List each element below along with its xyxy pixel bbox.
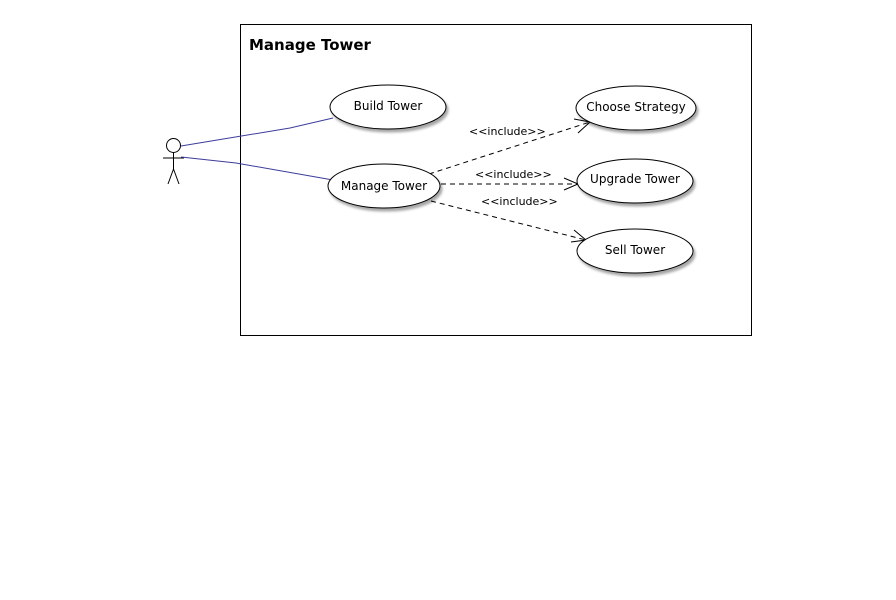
include-line-choose-strategy	[428, 121, 591, 175]
use-case-manage-tower[interactable]: Manage Tower	[327, 163, 441, 209]
system-title: Manage Tower	[249, 36, 372, 54]
include-label-upgrade-tower: <<include>>	[475, 168, 552, 181]
include-label-sell-tower: <<include>>	[481, 195, 558, 208]
actor-left-leg	[167, 168, 174, 185]
association-lines	[180, 117, 334, 181]
use-case-label-build-tower: Build Tower	[354, 99, 423, 113]
association-actor-manage-tower	[180, 156, 334, 181]
use-case-choose-strategy[interactable]: Choose Strategy	[575, 85, 697, 131]
use-case-upgrade-tower[interactable]: Upgrade Tower	[576, 158, 694, 204]
use-case-label-sell-tower: Sell Tower	[605, 243, 665, 257]
use-case-sell-tower[interactable]: Sell Tower	[576, 228, 694, 274]
use-case-label-manage-tower: Manage Tower	[341, 179, 427, 193]
association-actor-build-tower	[180, 117, 334, 147]
include-label-choose-strategy: <<include>>	[469, 125, 546, 138]
include-labels: <<include>> <<include>> <<include>>	[469, 125, 558, 208]
use-case-label-upgrade-tower: Upgrade Tower	[590, 172, 680, 186]
actor-head	[166, 138, 181, 153]
use-case-build-tower[interactable]: Build Tower	[329, 84, 447, 130]
actor-stick-figure	[163, 138, 184, 185]
use-case-label-choose-strategy: Choose Strategy	[586, 100, 686, 114]
actor-right-leg	[173, 168, 180, 185]
